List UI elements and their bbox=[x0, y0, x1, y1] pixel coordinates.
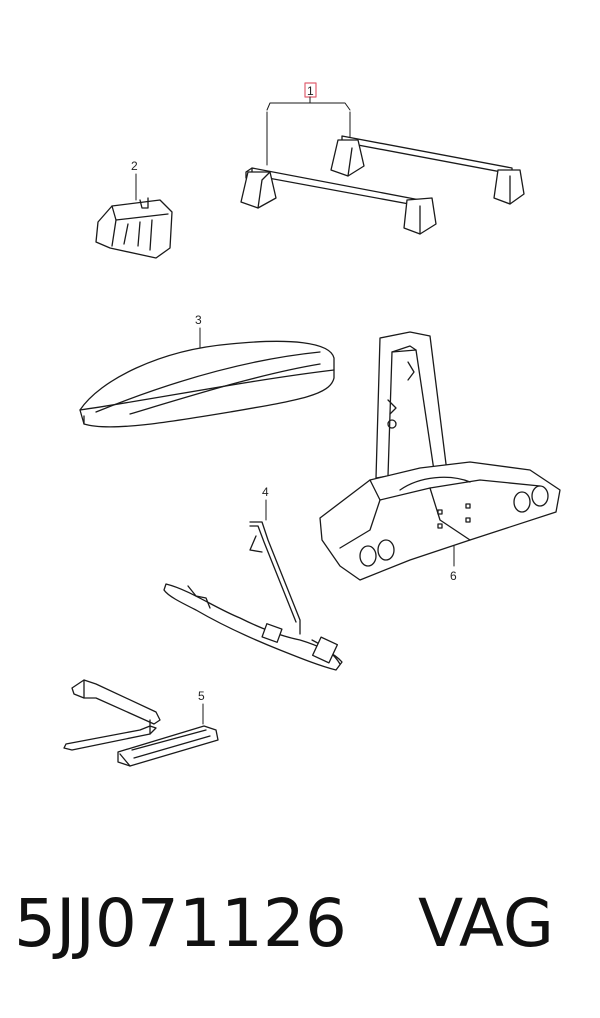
brand-label: VAG bbox=[418, 885, 555, 962]
roof-box-illustration: 3 bbox=[79, 313, 335, 428]
part-number-footer: 5JJ071126 VAG bbox=[14, 885, 594, 985]
callout-6: 6 bbox=[450, 569, 457, 583]
callout-2: 2 bbox=[131, 159, 138, 173]
callout-4: 4 bbox=[262, 485, 269, 499]
callout-1: 1 bbox=[307, 84, 314, 98]
bar-foot-illustration: 2 bbox=[95, 159, 173, 259]
callout-3: 3 bbox=[195, 313, 202, 327]
callout-5: 5 bbox=[198, 689, 205, 703]
bike-holder-illustration: 4 bbox=[163, 485, 343, 671]
part-code: 5JJ071126 bbox=[14, 885, 347, 962]
bike-carrier-illustration: 6 bbox=[319, 331, 561, 583]
roof-bars-illustration: 1 bbox=[240, 82, 525, 235]
callout-bracket-1 bbox=[266, 96, 351, 111]
ski-holder-illustration: 5 bbox=[63, 679, 219, 767]
parts-diagram: 1 2 3 bbox=[63, 82, 561, 767]
